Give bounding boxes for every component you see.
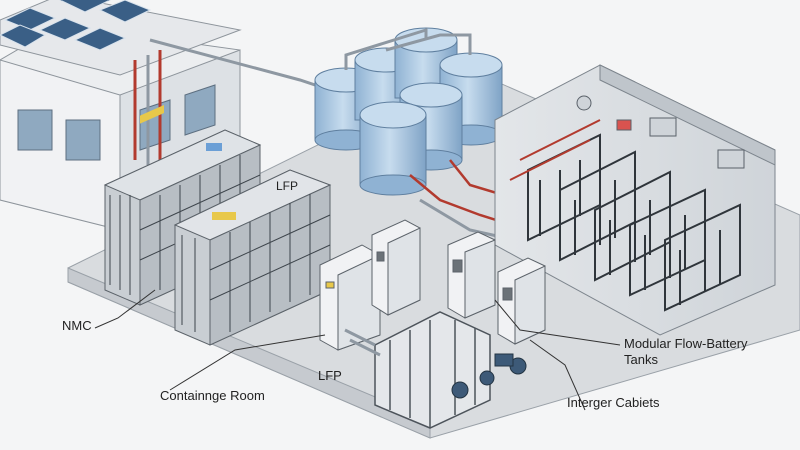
leader-container-room	[169, 334, 326, 391]
leader-flow-battery	[494, 299, 621, 346]
pump-icon	[451, 353, 527, 399]
container-room-label: Containnge Room	[160, 388, 265, 403]
inverter-cabinets	[319, 219, 546, 351]
interger-cabinets-label: Interger Cabiets	[567, 395, 660, 410]
battery-rack-icon	[181, 194, 331, 332]
solar-panel-icon	[0, 0, 152, 51]
lfp-floor-label: LFP	[318, 368, 342, 383]
flow-battery-tanks	[314, 27, 561, 252]
inverter-cabinet-icon	[371, 219, 421, 316]
lfp-container-label: LFP	[276, 179, 299, 193]
flow-battery-label-line1: Modular Flow-Battery	[624, 336, 748, 351]
leader-interger-cabinets	[529, 339, 586, 411]
lfp-container	[173, 169, 332, 346]
building-pipes	[133, 38, 331, 165]
tank-icon	[359, 101, 427, 196]
inverter-cabinet-icon	[497, 257, 546, 345]
nmc-label: NMC	[62, 318, 92, 333]
callout-leaders	[94, 289, 621, 411]
wall-equipment	[576, 95, 745, 169]
inverter-cabinet-icon	[447, 231, 496, 319]
rack-room	[494, 64, 776, 336]
inverter-cabinet-icon	[319, 244, 381, 351]
pump-skid	[344, 311, 491, 429]
leader-nmc	[94, 289, 156, 329]
flow-battery-label-line2: Tanks	[624, 352, 658, 367]
